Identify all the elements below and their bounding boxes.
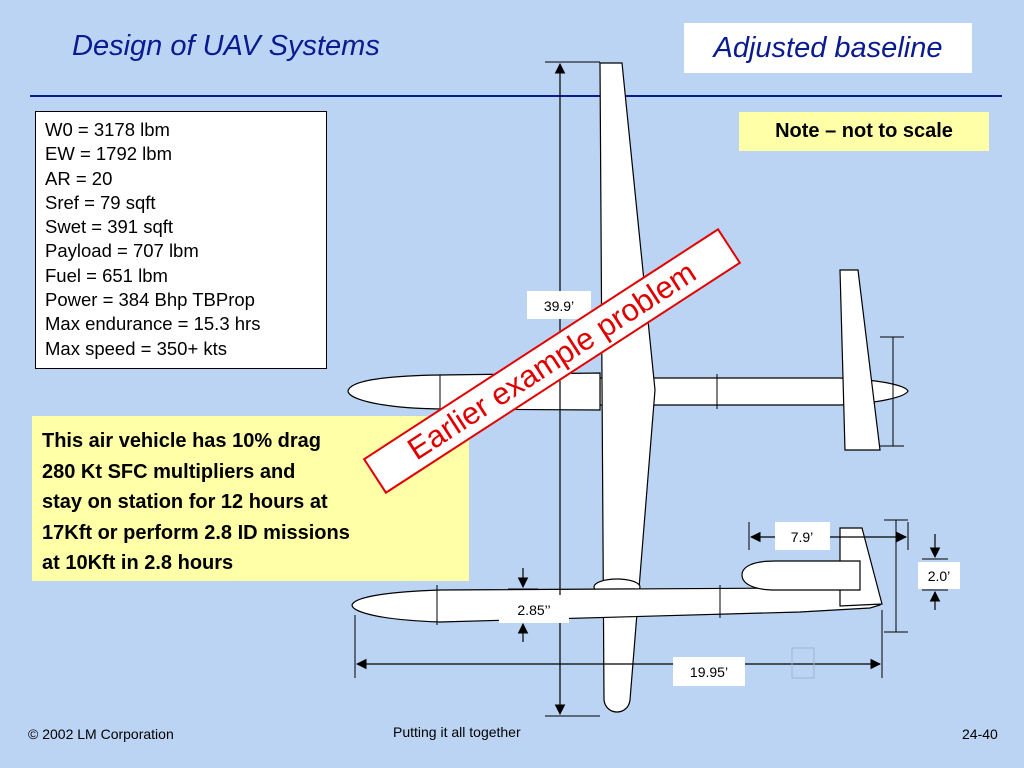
note-box: Note – not to scale: [739, 112, 989, 151]
slide-title: Design of UAV Systems: [72, 30, 380, 62]
label-tail-span-box: [775, 522, 830, 550]
label-tail-span: 7.9’: [791, 529, 814, 545]
header-rule: [30, 95, 1002, 97]
subtitle-box: Adjusted baseline: [684, 23, 972, 73]
spec-line: Max endurance = 15.3 hrs: [45, 313, 261, 335]
spec-line: Fuel = 651 lbm: [45, 264, 168, 286]
label-diameter-box: [499, 595, 569, 623]
horizontal-tail: [839, 269, 881, 451]
spec-line: Power = 384 Bhp TBProp: [45, 289, 255, 311]
spec-line: AR = 20: [45, 167, 113, 189]
spec-line: EW = 1792 lbm: [45, 143, 172, 165]
main-wing: [599, 62, 656, 713]
side-boom: [741, 560, 861, 591]
footer-center: Putting it all together: [393, 724, 521, 740]
label-tail-height-box: [918, 562, 960, 589]
label-diameter: 2.85’’: [517, 602, 550, 618]
label-length-box: [673, 657, 745, 686]
spec-line: Payload = 707 lbm: [45, 240, 199, 262]
label-span: 39.9’: [544, 298, 574, 314]
placeholder-square: [791, 647, 815, 679]
footer-copyright: © 2002 LM Corporation: [28, 726, 174, 742]
label-length: 19.95’: [690, 664, 728, 680]
spec-box: W0 = 3178 lbm EW = 1792 lbm AR = 20 Sref…: [35, 111, 327, 369]
description-box: This air vehicle has 10% drag 280 Kt SFC…: [32, 416, 469, 581]
spec-line: W0 = 3178 lbm: [45, 119, 170, 140]
spec-line: Sref = 79 sqft: [45, 191, 156, 213]
label-tail-height: 2.0’: [928, 568, 951, 584]
footer-page-number: 24-40: [962, 726, 998, 742]
side-fuselage: [351, 587, 882, 623]
label-span-box: [527, 291, 591, 319]
spec-line: Swet = 391 sqft: [45, 216, 174, 238]
spec-line: Max speed = 350+ kts: [45, 337, 228, 359]
